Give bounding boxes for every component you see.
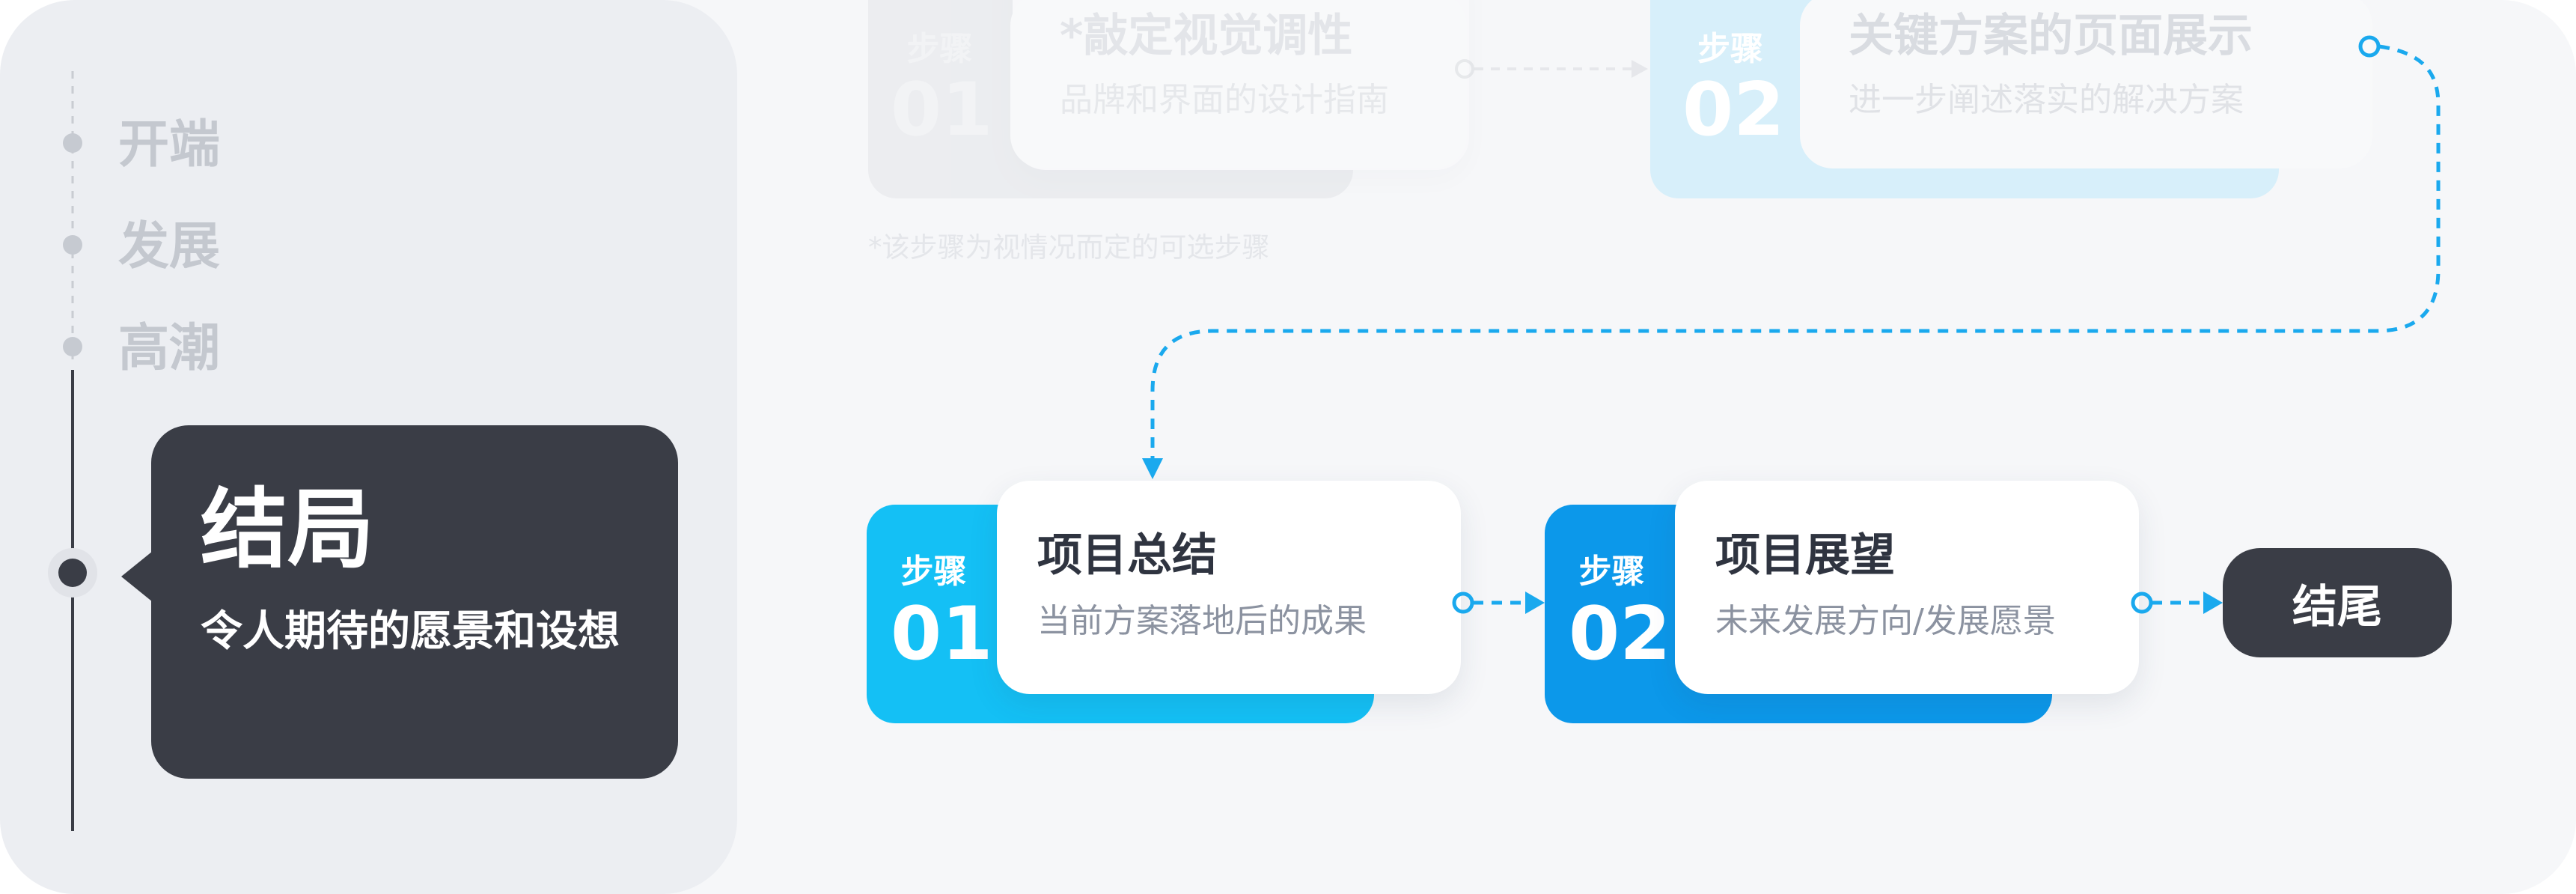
faded-step2-subtitle: 进一步阐述落实的解决方案 [1849,81,2244,119]
timeline-dot-development [63,235,82,255]
faded-step2-card [1800,0,2372,168]
faded-step1-tag-label: 步骤 [906,30,973,68]
step1-title: 项目总结 [1037,529,1217,582]
faded-step2-number: 02 [1682,67,1785,153]
step1-number: 01 [891,592,993,677]
current-stage-title: 结局 [201,479,374,580]
end-pill: 结尾 [2223,548,2452,657]
step1-tag-label: 步骤 [900,553,967,591]
faded-connector [1455,59,1648,79]
step2-number: 02 [1569,592,1671,677]
stage-label-climax: 高潮 [118,319,221,378]
timeline-current-dot [58,559,87,587]
faded-step1-subtitle: 品牌和界面的设计指南 [1060,81,1389,119]
stage-label-development: 发展 [118,217,221,276]
connector-step2-end [2131,592,2223,614]
stage-label-start: 开端 [118,115,221,174]
faded-step2-title: 关键方案的页面展示 [1849,10,2253,62]
step2-title: 项目展望 [1715,529,1895,582]
current-stage-callout [151,425,678,779]
faded-step1-title: *敲定视觉调性 [1060,10,1353,62]
optional-step-note: *该步骤为视情况而定的可选步骤 [868,231,1270,264]
end-label: 结尾 [2292,580,2382,633]
step1-card [997,481,1461,694]
step1-subtitle: 当前方案落地后的成果 [1037,602,1367,640]
step2-subtitle: 未来发展方向/发展愿景 [1715,602,2056,640]
faded-step2-tag-label: 步骤 [1697,30,1763,68]
faded-step1-card-surface [1010,0,1467,168]
callout-pointer [121,551,153,602]
step2-tag-label: 步骤 [1578,553,1645,591]
faded-step1-number: 01 [891,67,993,153]
timeline-dot-start [63,133,82,153]
step2-card [1675,481,2139,694]
loop-connector [1142,35,2441,479]
timeline-dot-climax [63,337,82,356]
current-stage-description: 令人期待的愿景和设想 [201,607,620,656]
connector-step1-step2 [1452,592,1545,614]
